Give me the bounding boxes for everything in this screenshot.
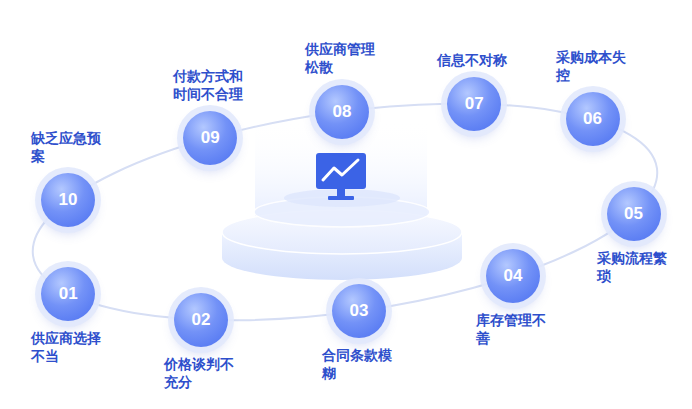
callout-number: 05 xyxy=(624,204,643,224)
item-label: 采购成本失 控 xyxy=(556,48,630,84)
callout-number: 02 xyxy=(192,310,211,330)
item-label: 合同条款模 糊 xyxy=(322,346,396,382)
callout-number: 03 xyxy=(349,301,368,321)
numbered-circle: 07信息不对称 xyxy=(447,77,501,131)
numbered-circle: 06采购成本失 控 xyxy=(566,92,620,146)
callout-number: 09 xyxy=(201,128,220,148)
numbered-circle: 01供应商选择 不当 xyxy=(41,267,95,321)
item-label: 供应商管理 松散 xyxy=(305,40,379,76)
numbered-circle: 08供应商管理 松散 xyxy=(315,85,369,139)
orbit-ring xyxy=(19,69,671,355)
callout-number: 10 xyxy=(58,190,77,210)
callout-number: 01 xyxy=(59,284,78,304)
item-label: 信息不对称 xyxy=(437,51,511,69)
numbered-circle: 03合同条款模 糊 xyxy=(332,284,386,338)
item-label: 缺乏应急预 案 xyxy=(31,129,105,165)
item-label: 库存管理不 善 xyxy=(476,311,550,347)
numbered-circle: 09付款方式和 时间不合理 xyxy=(183,111,237,165)
item-label: 付款方式和 时间不合理 xyxy=(173,67,247,103)
callout-number: 08 xyxy=(333,102,352,122)
callout-number: 04 xyxy=(504,266,523,286)
item-label: 采购流程繁 琐 xyxy=(597,249,671,285)
callout-number: 06 xyxy=(583,109,602,129)
numbered-circle: 02价格谈判不 充分 xyxy=(174,293,228,347)
numbered-circle: 05采购流程繁 琐 xyxy=(607,187,661,241)
item-label: 价格谈判不 充分 xyxy=(164,355,238,391)
numbered-circle: 04库存管理不 善 xyxy=(486,249,540,303)
platform-disc xyxy=(284,189,400,207)
item-label: 供应商选择 不当 xyxy=(31,329,105,365)
numbered-circle: 10缺乏应急预 案 xyxy=(41,173,95,227)
monitor-icon xyxy=(316,153,366,200)
callout-number: 07 xyxy=(465,94,484,114)
